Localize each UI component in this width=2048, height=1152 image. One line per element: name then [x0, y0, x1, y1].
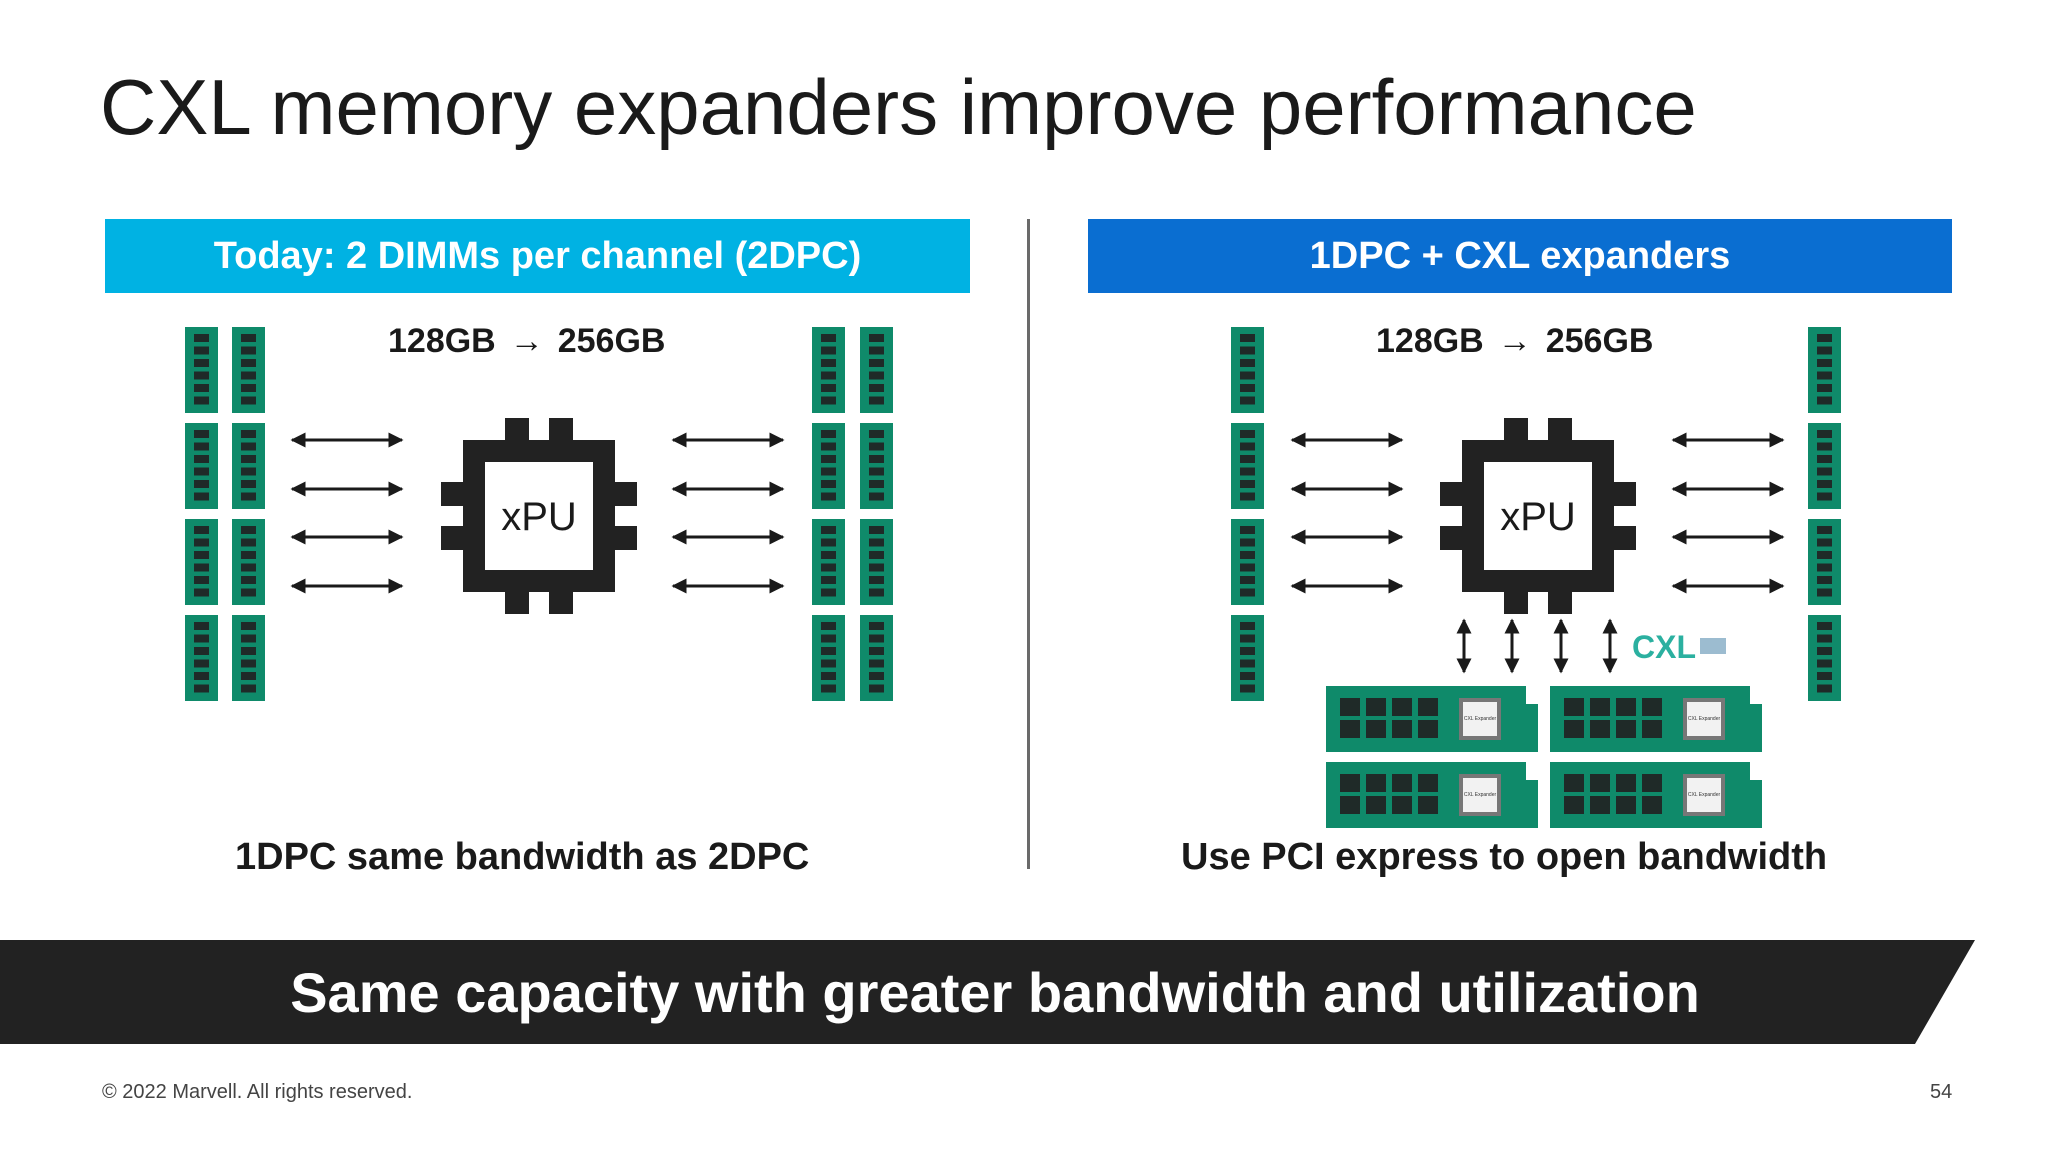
- right-capacity-label: 128GB → 256GB: [1376, 322, 1653, 361]
- dimm-icon: [182, 615, 221, 701]
- expander-chip-label: CXL Expander: [1464, 716, 1497, 722]
- dimm-icon: [1228, 615, 1267, 701]
- left-panel-caption: 1DPC same bandwidth as 2DPC: [235, 836, 810, 878]
- right-capacity-from: 128GB: [1376, 322, 1484, 360]
- dimm-icon: [809, 615, 848, 701]
- dimm-icon: [229, 423, 268, 509]
- dimm-icon: [857, 615, 896, 701]
- xpu-chip-label: xPU: [1500, 495, 1576, 539]
- dimm-icon: [182, 327, 221, 413]
- dimm-icon: [182, 423, 221, 509]
- left-capacity-to: 256GB: [557, 322, 666, 360]
- copyright-text: © 2022 Marvell. All rights reserved.: [102, 1081, 413, 1103]
- right-arrow-icon: →: [1497, 322, 1532, 360]
- cxl-expander-card-icon: CXL Expander: [1326, 686, 1538, 752]
- right-capacity-to: 256GB: [1545, 322, 1654, 360]
- page-number: 54: [1930, 1081, 1953, 1103]
- dimm-icon: [857, 519, 896, 605]
- right-arrow-icon: →: [509, 322, 544, 360]
- expander-chip-label: CXL Expander: [1688, 716, 1721, 722]
- cxl-logo-mark: [1700, 638, 1726, 654]
- dimm-icon: [1805, 615, 1844, 701]
- cxl-expander-card-icon: CXL Expander: [1550, 762, 1762, 828]
- dimm-icon: [182, 519, 221, 605]
- panel-divider: [1027, 219, 1030, 869]
- dimm-icon: [229, 519, 268, 605]
- left-panel-header: Today: 2 DIMMs per channel (2DPC): [105, 219, 970, 293]
- dimm-group: [182, 327, 1844, 701]
- dimm-icon: [857, 423, 896, 509]
- xpu-chip-icon: xPU: [441, 418, 637, 614]
- banner-background: [0, 940, 1975, 1044]
- cxl-logo: CXL: [1632, 629, 1726, 665]
- dimm-icon: [1228, 423, 1267, 509]
- banner-text: Same capacity with greater bandwidth and…: [290, 960, 1700, 1024]
- dimm-icon: [1805, 423, 1844, 509]
- dimm-icon: [809, 423, 848, 509]
- xpu-chip-icon: xPU: [1440, 418, 1636, 614]
- right-panel-header: 1DPC + CXL expanders: [1088, 219, 1952, 293]
- cxl-expander-card-icon: CXL Expander: [1326, 762, 1538, 828]
- dimm-icon: [1228, 327, 1267, 413]
- dimm-icon: [229, 327, 268, 413]
- dimm-icon: [1805, 519, 1844, 605]
- slide-title: CXL memory expanders improve performance: [100, 63, 1697, 151]
- dimm-icon: [229, 615, 268, 701]
- right-panel-caption: Use PCI express to open bandwidth: [1181, 836, 1828, 878]
- left-capacity-from: 128GB: [388, 322, 496, 360]
- cxl-logo-text: CXL: [1632, 629, 1696, 665]
- dimm-icon: [1228, 519, 1267, 605]
- left-capacity-label: 128GB → 256GB: [388, 322, 665, 361]
- xpu-chip-label: xPU: [501, 495, 577, 539]
- dimm-icon: [857, 327, 896, 413]
- expander-chip-label: CXL Expander: [1688, 792, 1721, 798]
- expander-chip-label: CXL Expander: [1464, 792, 1497, 798]
- dimm-icon: [809, 327, 848, 413]
- dimm-icon: [809, 519, 848, 605]
- chip-group: xPU xPU: [441, 418, 1636, 614]
- cxl-expander-card-icon: CXL Expander: [1550, 686, 1762, 752]
- arrow-group: [290, 432, 1785, 674]
- dimm-icon: [1805, 327, 1844, 413]
